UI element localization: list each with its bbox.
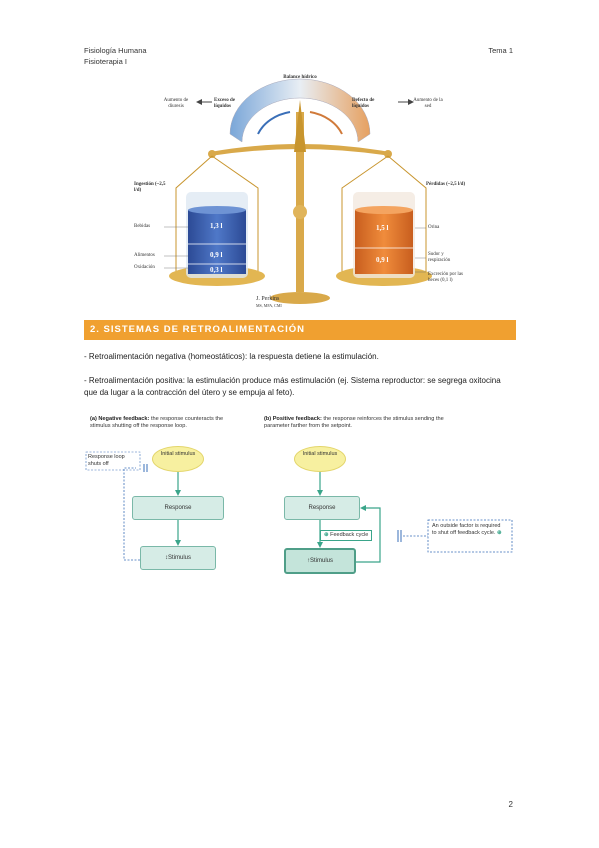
feedback-cycle-text: Feedback cycle xyxy=(330,532,369,538)
balance-dial xyxy=(229,78,371,143)
right-item-sweat: Sudor y respiración xyxy=(428,252,451,263)
negative-initial-stimulus: Initial stimulus xyxy=(152,446,204,472)
positive-caption-text: the response reinforces the stimulus sen… xyxy=(264,416,444,429)
right-volume-urine: 1,5 l xyxy=(376,224,389,232)
excess-label: Exceso de líquidos xyxy=(214,98,235,109)
right-volume-sweat: 0,9 l xyxy=(376,256,389,264)
thirst-label: Aumento de la sed xyxy=(413,98,443,109)
right-item-urine: Orina xyxy=(428,225,440,230)
document-header-left: Fisiología Humana Fisioterapia I xyxy=(84,45,147,67)
negative-stimulus-label: Stimulus xyxy=(167,555,191,561)
up-arrow-icon: ↑ xyxy=(306,558,310,564)
negative-stimulus-box: ↕Stimulus xyxy=(140,546,216,570)
left-liquid xyxy=(188,210,246,274)
left-volume-drinks: 1,3 l xyxy=(210,222,223,230)
balance-illustration xyxy=(164,78,432,304)
right-liquid xyxy=(355,210,413,274)
plus-circle-icon: ⊕ xyxy=(497,529,502,536)
plus-icon: ⊕ xyxy=(324,532,329,538)
left-item-drinks: Bebidas xyxy=(134,224,151,229)
negative-caption-title: (a) Negative feedback: xyxy=(90,416,150,422)
dial-arrow-right xyxy=(309,111,343,135)
feedback-connectors xyxy=(85,451,513,563)
paragraph-positive-feedback: - Retroalimentación positiva: la estimul… xyxy=(84,376,501,397)
diuresis-label: Aumento de diuresis xyxy=(163,98,189,109)
left-volume-oxidation: 0,3 l xyxy=(210,266,223,274)
negative-response-box: Response xyxy=(132,496,224,520)
balance-base xyxy=(270,292,330,304)
left-item-oxidation: Oxidación xyxy=(134,265,155,270)
balance-stand xyxy=(296,112,304,292)
negative-feedback-caption: (a) Negative feedback: the response coun… xyxy=(90,416,240,430)
stand-knob xyxy=(293,205,307,219)
subject-name: Fisiología Humana xyxy=(84,46,147,55)
ingestion-label: Ingestión (~2,5 l/d) xyxy=(134,182,166,193)
water-balance-figure: Balance hídrico Aumento de diuresis Exce… xyxy=(130,72,470,318)
left-volume-food: 0,9 l xyxy=(210,251,223,259)
losses-label: Pérdidas (~2,5 l/d) xyxy=(426,182,466,187)
outside-factor-text: An outside factor is required to shut of… xyxy=(432,523,501,536)
positive-response-box: Response xyxy=(284,496,360,520)
positive-stimulus-box: ↑Stimulus xyxy=(284,548,356,574)
positive-caption-title: (b) Positive feedback: xyxy=(264,416,322,422)
section-heading: 2. SISTEMAS DE RETROALIMENTACIÓN xyxy=(84,320,516,340)
feedback-cycle-label: ⊕ Feedback cycle xyxy=(320,530,373,541)
right-item-feces: Excreción por las heces (0,1 l) xyxy=(428,272,463,283)
response-loop-label: Response loop shuts off xyxy=(88,454,125,467)
outside-factor-label: An outside factor is required to shut of… xyxy=(432,523,506,536)
topic-label: Tema 1 xyxy=(488,46,513,55)
positive-stimulus-label: Stimulus xyxy=(309,558,333,564)
deficit-label: Defecto de líquidos xyxy=(352,98,375,109)
up-down-arrow-icon: ↕ xyxy=(164,555,168,561)
paragraph-negative-feedback: - Retroalimentación negativa (homeostáti… xyxy=(84,352,379,361)
left-item-food: Alimentos xyxy=(134,253,155,258)
degree-name: Fisioterapia I xyxy=(84,57,127,66)
positive-initial-stimulus: Initial stimulus xyxy=(294,446,346,472)
dial-arrow-left xyxy=(257,111,291,135)
positive-feedback-caption: (b) Positive feedback: the response rein… xyxy=(264,416,444,430)
balance-needle xyxy=(294,100,306,152)
negative-caption-text: the response counteracts the stimulus sh… xyxy=(90,416,224,429)
page-number: 2 xyxy=(508,800,513,809)
balance-beam xyxy=(210,144,390,156)
feedback-figure: (a) Negative feedback: the response coun… xyxy=(84,412,516,584)
illustrator-credit-sub: MS, MFA, CMI xyxy=(256,303,282,308)
balance-title: Balance hídrico xyxy=(283,75,317,80)
illustrator-credit: J. Perkins xyxy=(256,296,280,302)
